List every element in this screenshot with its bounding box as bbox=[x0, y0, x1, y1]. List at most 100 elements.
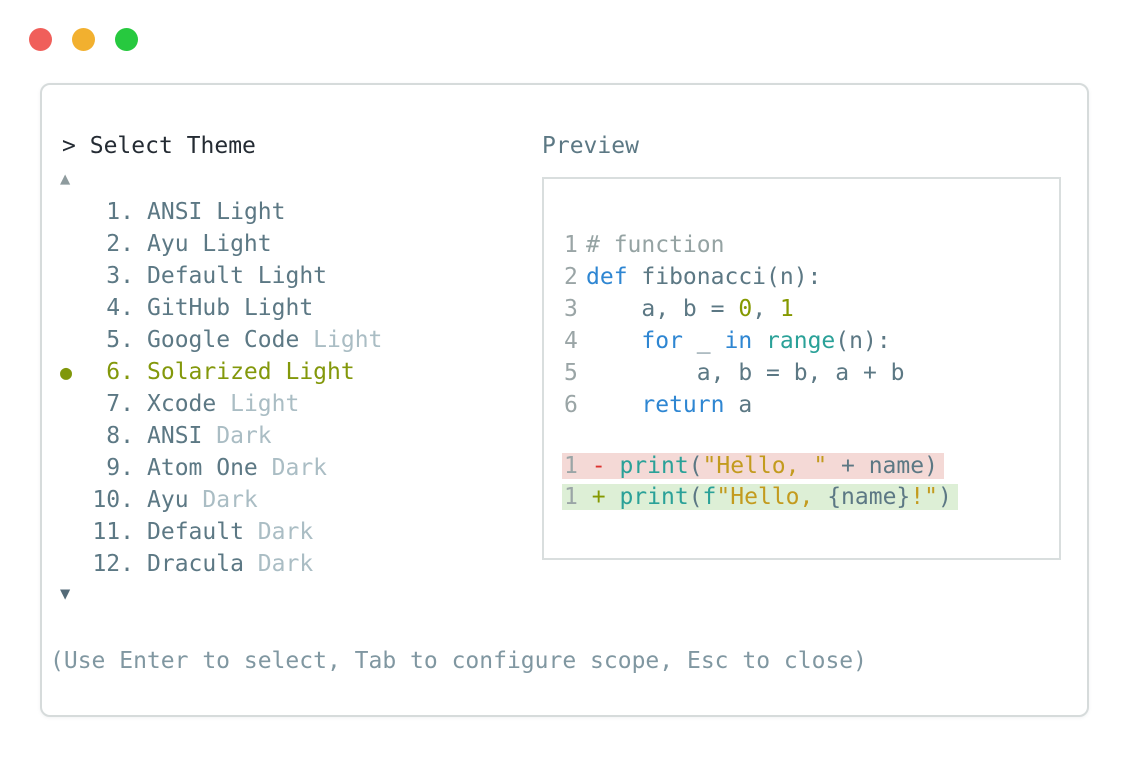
marker-spacer bbox=[60, 324, 86, 356]
theme-item-variant: Light bbox=[257, 263, 328, 289]
diff-line-removed: 1 - print("Hello, " + name) bbox=[562, 453, 944, 479]
diff-line-number: 1 bbox=[564, 453, 578, 479]
theme-item-name: Solarized bbox=[147, 359, 286, 385]
scroll-up-arrow-icon[interactable]: ▲ bbox=[60, 169, 71, 189]
marker-spacer bbox=[60, 420, 86, 452]
diff-row: 1 - print("Hello, " + name) bbox=[562, 453, 1059, 484]
code-line: 3 a, b = 0, 1 bbox=[564, 293, 1059, 325]
code-token: in bbox=[724, 328, 753, 354]
theme-item-number: 12. bbox=[92, 551, 134, 577]
theme-item-name: Default bbox=[147, 519, 258, 545]
theme-item-name: Ayu bbox=[147, 231, 203, 257]
code-token bbox=[586, 328, 641, 354]
theme-item-number: 4. bbox=[106, 295, 134, 321]
marker-spacer bbox=[60, 196, 86, 228]
diff-token: - bbox=[591, 453, 606, 479]
diff-line-added: 1 + print(f"Hello, {name}!") bbox=[562, 484, 958, 510]
theme-item-name: ANSI bbox=[147, 199, 217, 225]
minimize-button[interactable] bbox=[72, 28, 95, 51]
theme-item-number: 11. bbox=[92, 519, 134, 545]
theme-list-item-solarized-light[interactable]: ●6.Solarized Light bbox=[50, 356, 1087, 388]
code-line-number: 3 bbox=[564, 296, 578, 322]
theme-item-number: 6. bbox=[106, 359, 134, 385]
theme-item-number: 2. bbox=[106, 231, 134, 257]
code-line: 5 a, b = b, a + b bbox=[564, 357, 1059, 389]
code-token: return bbox=[641, 392, 725, 418]
window-controls bbox=[29, 28, 138, 51]
theme-item-number: 3. bbox=[106, 263, 134, 289]
theme-item-variant: Dark bbox=[257, 551, 314, 577]
theme-item-number: 9. bbox=[106, 455, 134, 481]
marker-spacer bbox=[60, 260, 86, 292]
theme-item-name: Atom One bbox=[147, 455, 272, 481]
code-token: 0 bbox=[738, 296, 753, 322]
diff-token: f bbox=[702, 484, 717, 510]
diff-token: ) bbox=[937, 484, 952, 510]
theme-item-name: GitHub bbox=[147, 295, 244, 321]
code-line-number: 1 bbox=[564, 232, 578, 258]
diff-token: ( bbox=[688, 484, 703, 510]
marker-spacer bbox=[60, 452, 86, 484]
zoom-button[interactable] bbox=[115, 28, 138, 51]
dialog-title: > Select Theme bbox=[62, 133, 1087, 159]
theme-item-number: 5. bbox=[106, 327, 134, 353]
code-line-number: 4 bbox=[564, 328, 578, 354]
diff-token: {name} bbox=[827, 484, 911, 510]
diff-token: "Hello, " bbox=[702, 453, 828, 479]
theme-item-variant: Light bbox=[285, 359, 355, 385]
diff-token bbox=[606, 484, 620, 510]
theme-item-variant: Light bbox=[216, 199, 286, 225]
preview-diff: 1 - print("Hello, " + name)1 + print(f"H… bbox=[562, 453, 1059, 515]
code-token: (n): bbox=[835, 328, 891, 354]
code-token: for bbox=[641, 328, 683, 354]
dialog-title-label: Select Theme bbox=[89, 133, 256, 159]
theme-list-item-google-code-light[interactable]: 5.Google Code Light bbox=[50, 324, 1087, 356]
theme-item-name: ANSI bbox=[147, 423, 217, 449]
diff-token bbox=[578, 453, 592, 479]
theme-list-item-default-dark[interactable]: 11.Default Dark bbox=[50, 516, 1087, 548]
theme-item-variant: Light bbox=[202, 231, 272, 257]
diff-token bbox=[578, 484, 592, 510]
marker-spacer bbox=[60, 228, 86, 260]
code-token: a bbox=[724, 392, 753, 418]
code-line-number: 5 bbox=[564, 360, 578, 386]
theme-item-name: Dracula bbox=[147, 551, 258, 577]
theme-list-item-ansi-light[interactable]: 1. ANSI Light bbox=[50, 196, 1087, 228]
scroll-down-arrow-icon[interactable]: ▼ bbox=[60, 584, 71, 604]
diff-token: + bbox=[591, 484, 606, 510]
theme-item-name: Default bbox=[147, 263, 258, 289]
theme-list-item-ayu-light[interactable]: 2. Ayu Light bbox=[50, 228, 1087, 260]
close-button[interactable] bbox=[29, 28, 52, 51]
theme-list-item-github-light[interactable]: 4. GitHub Light bbox=[50, 292, 1087, 324]
theme-list-item-atom-one-dark[interactable]: 9.Atom One Dark bbox=[50, 452, 1087, 484]
theme-list-item-default-light[interactable]: 3. Default Light bbox=[50, 260, 1087, 292]
theme-selector-dialog: > Select Theme ▲ 1. ANSI Light 2. Ayu Light… bbox=[40, 83, 1089, 717]
code-line: 4 for _ in range(n): bbox=[564, 325, 1059, 357]
theme-item-number: 1. bbox=[106, 199, 134, 225]
theme-item-number: 8. bbox=[106, 423, 134, 449]
theme-list-item-dracula-dark[interactable]: 12. Dracula Dark bbox=[50, 548, 1087, 580]
theme-list-item-ayu-dark[interactable]: 10.Ayu Dark bbox=[50, 484, 1087, 516]
code-token: , bbox=[752, 296, 780, 322]
diff-row: 1 + print(f"Hello, {name}!") bbox=[562, 484, 1059, 515]
preview-title: Preview bbox=[542, 133, 639, 159]
theme-item-number: 10. bbox=[92, 487, 134, 513]
theme-item-variant: Dark bbox=[202, 487, 258, 513]
diff-token: + name) bbox=[827, 453, 938, 479]
theme-item-variant: Light bbox=[230, 391, 300, 417]
theme-item-name: Xcode bbox=[147, 391, 231, 417]
marker-spacer bbox=[60, 548, 86, 580]
code-token: a, b = bbox=[586, 296, 739, 322]
theme-item-variant: Light bbox=[243, 295, 314, 321]
diff-token: "Hello, bbox=[716, 484, 828, 510]
code-token bbox=[586, 392, 641, 418]
theme-list-item-ansi-dark[interactable]: 8.ANSI Dark bbox=[50, 420, 1087, 452]
code-token: range bbox=[766, 328, 836, 354]
diff-token: print bbox=[619, 484, 689, 510]
diff-token: ( bbox=[688, 453, 703, 479]
theme-list-item-xcode-light[interactable]: 7.Xcode Light bbox=[50, 388, 1087, 420]
